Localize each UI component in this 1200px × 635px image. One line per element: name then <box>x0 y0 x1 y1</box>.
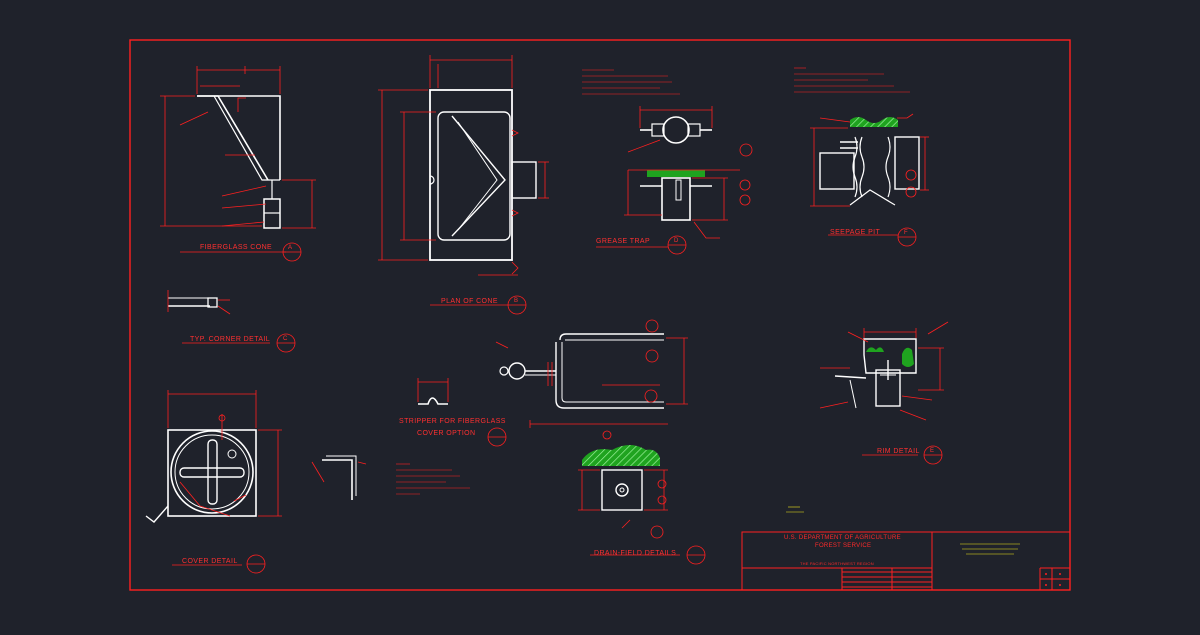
fiberglass-cone-detail <box>160 66 316 262</box>
sheet-border <box>129 39 1071 591</box>
plan-of-cone-detail <box>378 55 549 315</box>
seepage-pit-detail <box>810 113 929 247</box>
seepage-pit-bubble: F <box>904 230 909 236</box>
fiberglass-cone-title: FIBERGLASS CONE <box>200 244 273 251</box>
plan-of-cone-title: PLAN OF CONE <box>441 298 498 305</box>
general-notes <box>396 67 1020 555</box>
rim-detail-title: RIM DETAIL <box>877 448 920 455</box>
agency-name: U.S. DEPARTMENT OF AGRICULTURE <box>784 535 901 541</box>
drain-field-title: DRAIN-FIELD DETAILS <box>594 550 677 557</box>
drain-pipe-detail <box>495 319 688 440</box>
grease-trap-bubble: D <box>674 238 679 244</box>
seepage-pit-title: SEEPAGE PIT <box>830 229 881 236</box>
grease-trap-detail <box>596 106 753 255</box>
drain-field-detail <box>578 445 706 565</box>
grease-trap-title: GREASE TRAP <box>596 238 651 245</box>
corner-detail-bubble: C <box>283 336 288 342</box>
title-block-marks <box>1045 573 1061 586</box>
plan-of-cone-bubble: B <box>514 298 519 304</box>
stripper-title-line2: COVER OPTION <box>417 430 476 437</box>
corner-detail <box>167 290 296 353</box>
cover-detail-title: COVER DETAIL <box>182 558 238 565</box>
stripper-detail <box>417 378 507 447</box>
rim-detail <box>819 321 949 465</box>
corner-detail-title: TYP. CORNER DETAIL <box>190 336 271 343</box>
agency-region: THE PACIFIC NORTHWEST REGION <box>800 561 874 566</box>
stripper-title-line1: STRIPPER FOR FIBERGLASS <box>399 418 506 425</box>
cover-detail <box>145 390 367 574</box>
agency-service: FOREST SERVICE <box>815 543 872 549</box>
title-block <box>741 531 1071 591</box>
rim-detail-bubble: E <box>930 448 935 454</box>
fiberglass-cone-bubble: A <box>288 245 293 251</box>
